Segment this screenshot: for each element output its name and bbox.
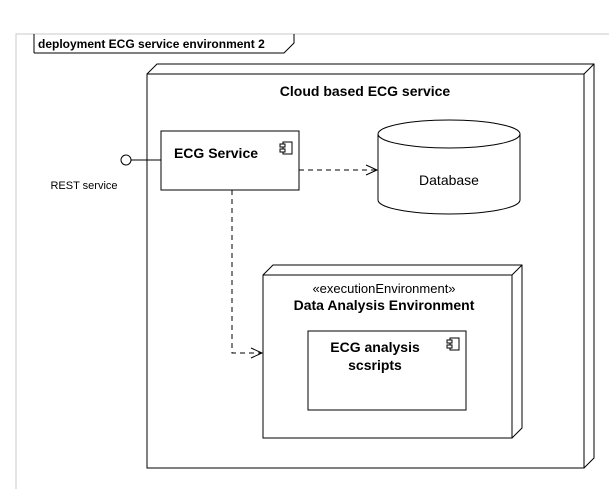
frame-title: deployment ECG service environment 2: [38, 37, 265, 51]
component-icon: [279, 141, 293, 155]
rest-interface: REST service: [50, 154, 161, 192]
cloud-node-title: Cloud based ECG service: [280, 83, 451, 99]
rest-interface-ball: [120, 154, 132, 166]
analysis-component-line1: ECG analysis: [330, 339, 420, 355]
analysis-environment-stereotype: «executionEnvironment»: [312, 281, 455, 296]
analysis-scripts-component: ECG analysis scsripts: [307, 330, 467, 411]
database-node: Database: [377, 119, 521, 215]
analysis-component-line2: scsripts: [348, 357, 402, 373]
dependency-service-to-analysis: [231, 190, 264, 359]
diagram-frame: deployment ECG service environment 2: [15, 33, 609, 489]
analysis-environment-title: Data Analysis Environment: [294, 297, 475, 313]
rest-interface-label: REST service: [50, 180, 117, 192]
dependency-service-to-database: [299, 164, 379, 176]
ecg-service-label: ECG Service: [174, 145, 258, 161]
component-icon: [446, 337, 460, 351]
database-label: Database: [419, 172, 479, 188]
ecg-service-component: ECG Service: [160, 130, 300, 191]
